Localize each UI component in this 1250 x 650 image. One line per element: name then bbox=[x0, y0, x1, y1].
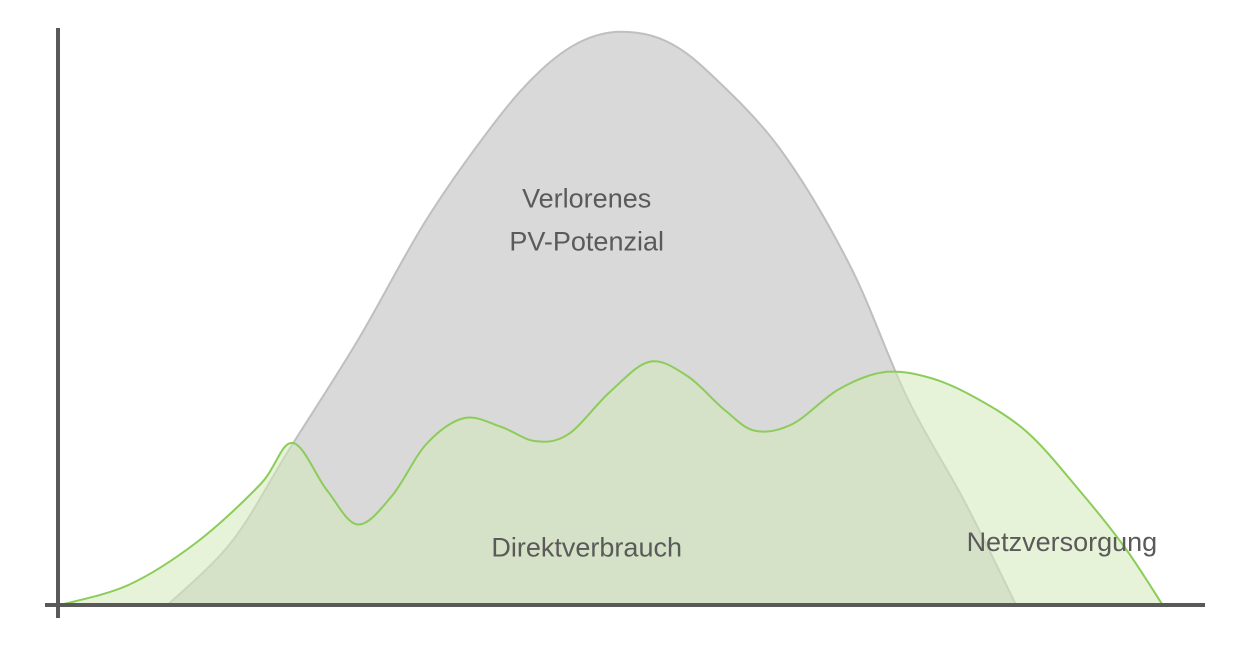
annotation-2: Netzversorgung bbox=[967, 527, 1158, 557]
axis-layer bbox=[45, 28, 1205, 618]
series-1-area bbox=[60, 361, 1163, 605]
annotation-0-line-1: PV-Potenzial bbox=[509, 226, 664, 256]
series-layer bbox=[59, 30, 1164, 606]
series-1-line bbox=[59, 360, 1164, 606]
series-0-line bbox=[166, 30, 1017, 606]
annotation-1-line-0: Direktverbrauch bbox=[491, 533, 682, 563]
annotation-0-line-0: Verlorenes bbox=[522, 183, 651, 213]
annotation-1: Direktverbrauch bbox=[491, 533, 682, 563]
annotation-2-line-0: Netzversorgung bbox=[967, 527, 1158, 557]
